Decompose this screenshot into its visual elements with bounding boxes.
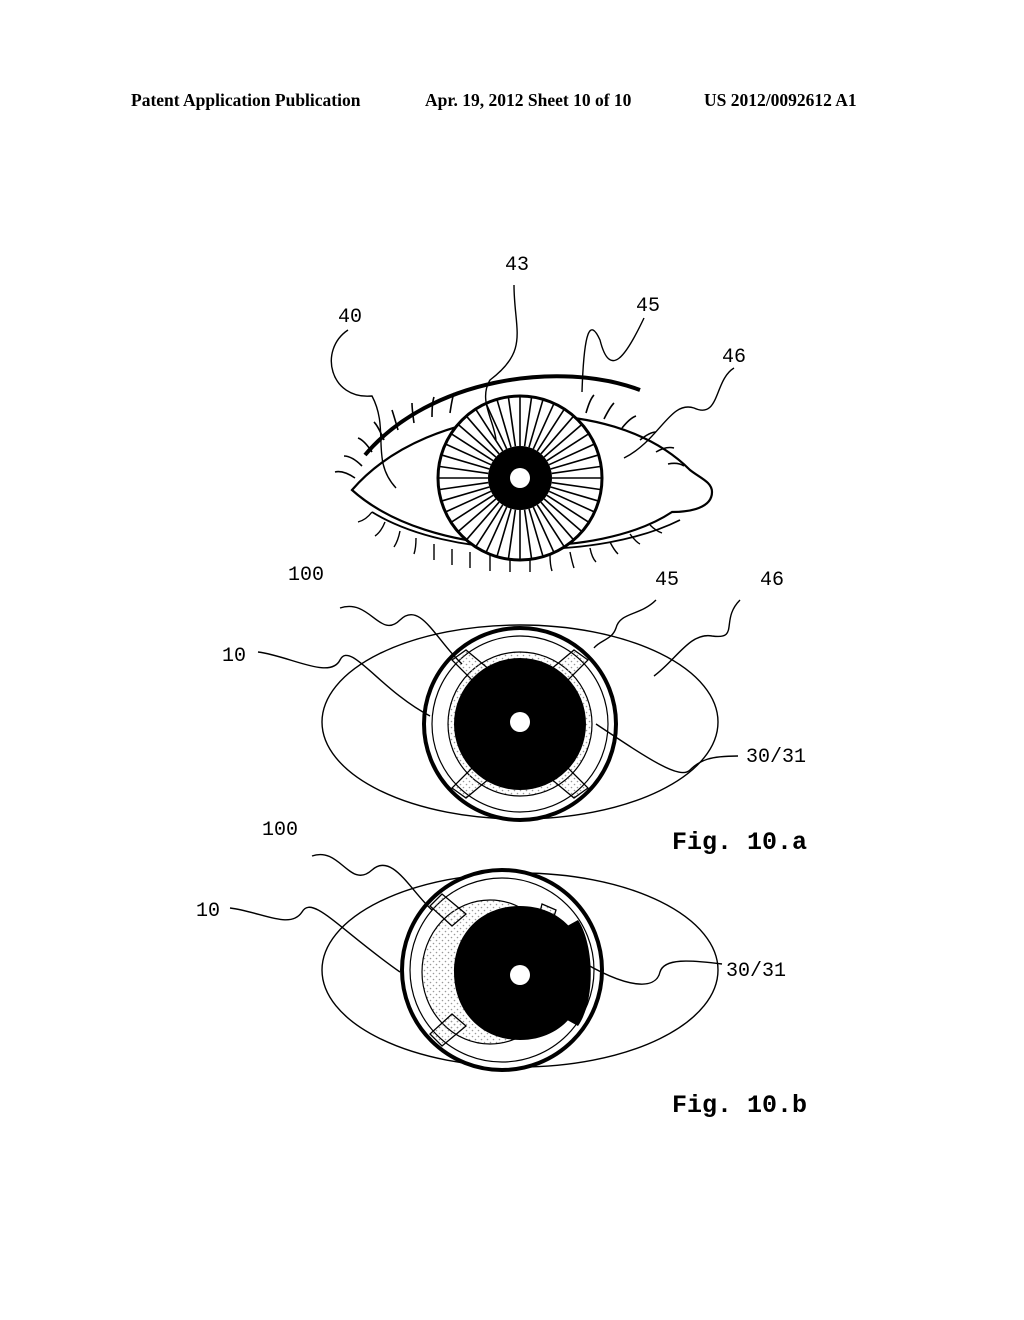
ref-10-10b: 10 — [196, 900, 220, 923]
eye-drawing: 40 43 45 46 — [330, 254, 746, 572]
eye-leader-lines — [330, 284, 735, 489]
iris-fiber-line — [485, 506, 508, 553]
iris-fiber-line — [439, 481, 489, 491]
iris-fiber-line — [548, 490, 595, 513]
iris-fiber-line — [466, 416, 500, 455]
iris-fiber-line — [536, 504, 565, 547]
ref-10-10a: 10 — [222, 645, 246, 668]
iris-fiber-line — [507, 397, 517, 447]
iris-fiber-line — [548, 443, 595, 466]
iris-fiber-line — [528, 400, 544, 448]
iris-fiber-line — [445, 490, 492, 513]
iris-fiber-line — [442, 454, 490, 470]
iris-fiber-line — [445, 443, 492, 466]
ref-100-10a: 100 — [288, 564, 324, 587]
iris-fiber-line — [546, 494, 589, 523]
fig-10b-leader-lines — [229, 853, 723, 985]
ref-45-eye: 45 — [636, 295, 660, 318]
ref-30-31-10b: 30/31 — [726, 960, 786, 983]
iris-fiber-line — [540, 416, 574, 455]
pupil-highlight-10b — [510, 965, 530, 985]
iris-fiber-line — [543, 424, 582, 458]
iris-fiber-line — [543, 498, 582, 532]
ref-43: 43 — [505, 254, 529, 277]
pupil-highlight-10a — [510, 712, 530, 732]
iris-fiber-line — [507, 509, 517, 559]
iris-fiber-line — [475, 504, 504, 547]
iris-fiber-line — [439, 465, 489, 475]
publication-number: US 2012/0092612 A1 — [704, 90, 857, 110]
iris-fiber-line — [442, 486, 490, 502]
fig-10a-leader-lines — [257, 599, 741, 774]
iris-fiber-line — [523, 509, 533, 559]
iris-fiber-line — [451, 433, 494, 462]
iris-fiber-line — [546, 433, 589, 462]
fig-10b-drawing: 100 10 30/31 Fig. 10.b — [196, 819, 807, 1120]
iris-fiber-line — [458, 498, 497, 532]
caption-fig-10b: Fig. 10.b — [672, 1091, 807, 1120]
iris-fiber-line — [551, 465, 601, 475]
publication-type: Patent Application Publication — [131, 90, 361, 110]
lower-eyelashes — [357, 511, 663, 572]
black-segment-10b — [560, 920, 591, 1026]
ref-46-10a: 46 — [760, 569, 784, 592]
ref-45-10a: 45 — [655, 569, 679, 592]
iris-fiber-line — [550, 486, 598, 502]
iris-fiber-line — [532, 506, 555, 553]
caption-fig-10a: Fig. 10.a — [672, 828, 807, 857]
iris-fiber-line — [540, 501, 574, 540]
ref-30-31-10a: 30/31 — [746, 746, 806, 769]
ref-46-eye: 46 — [722, 346, 746, 369]
publication-date-sheet: Apr. 19, 2012 Sheet 10 of 10 — [425, 90, 632, 110]
ref-40: 40 — [338, 306, 362, 329]
iris-fiber-line — [475, 409, 504, 452]
lens-inner-ring-10b — [409, 877, 595, 1063]
iris-fiber-line — [496, 400, 512, 448]
iris-fiber-line — [550, 454, 598, 470]
iris-fiber-line — [458, 424, 497, 458]
iris-fiber-line — [532, 403, 555, 450]
pupil-highlight — [510, 468, 530, 488]
iris-fiber-line — [528, 508, 544, 556]
iris-fiber-line — [466, 501, 500, 540]
fig-10a-drawing: 100 10 45 46 30/31 Fig. 10.a — [222, 564, 807, 857]
iris-fiber-line — [551, 481, 601, 491]
ref-100-10b: 100 — [262, 819, 298, 842]
iris-fiber-line — [451, 494, 494, 523]
iris-fibers — [439, 397, 601, 559]
iris-fiber-line — [536, 409, 565, 452]
iris-fiber-line — [496, 508, 512, 556]
upper-eyelashes — [334, 392, 685, 479]
lens-inner-ring-10a — [431, 635, 609, 813]
iris-fiber-line — [523, 397, 533, 447]
upper-lid-crease — [363, 374, 641, 457]
iris-fiber-line — [485, 403, 508, 450]
